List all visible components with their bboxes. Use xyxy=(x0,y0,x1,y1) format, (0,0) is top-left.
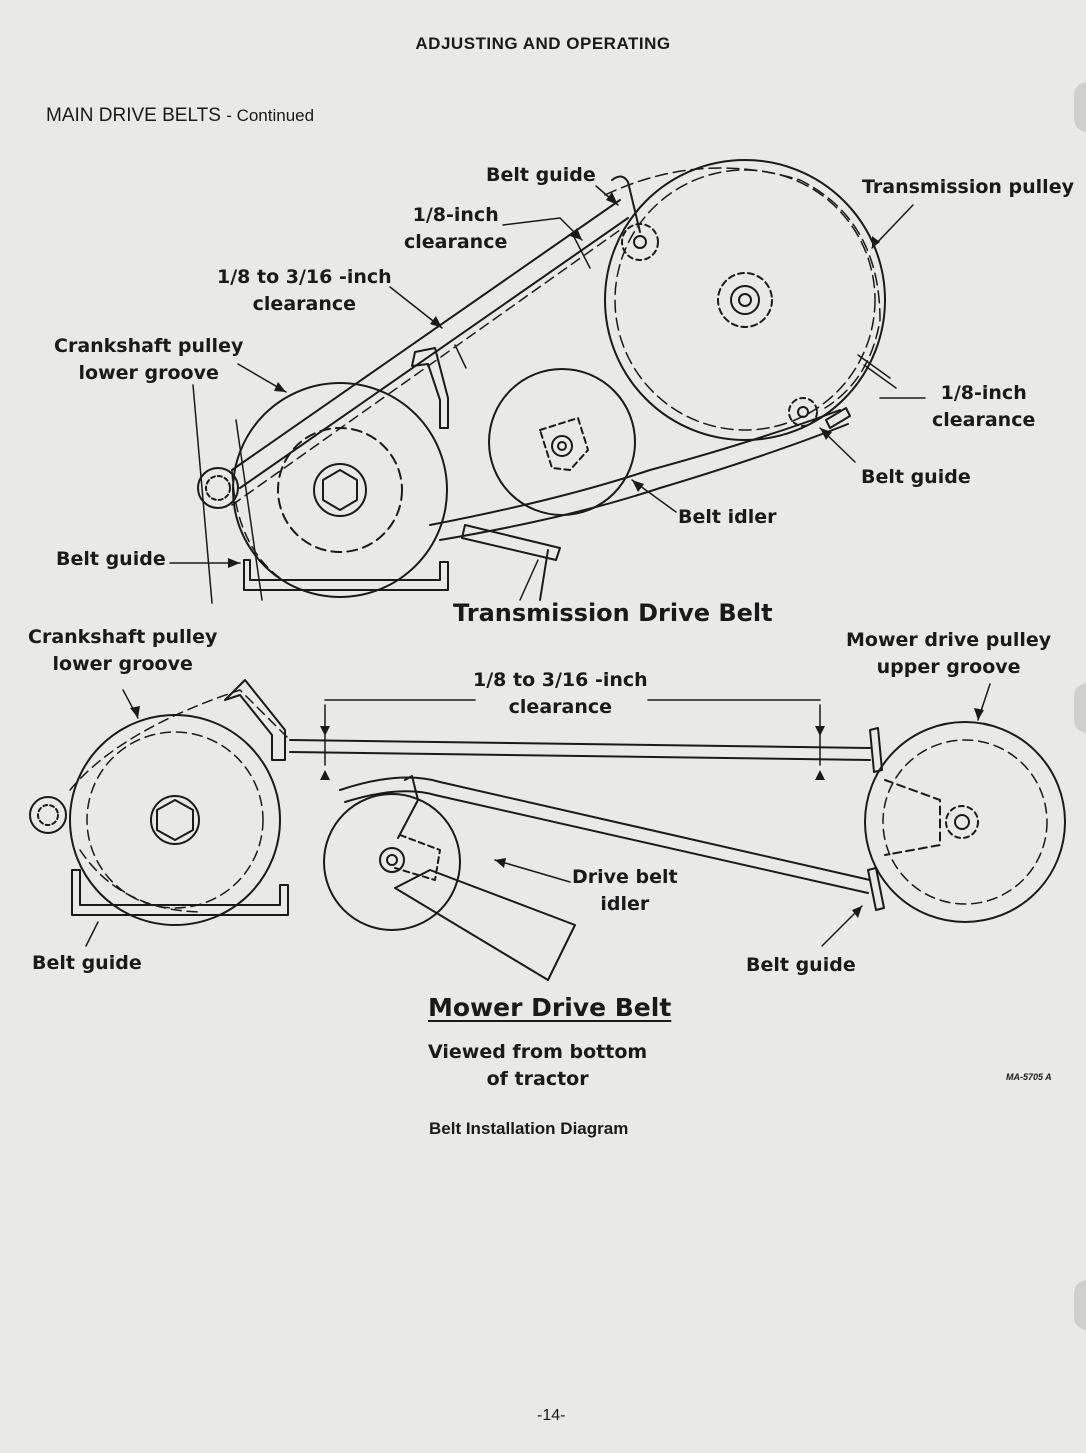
page-number: -14- xyxy=(537,1407,566,1424)
label-belt-guide-left-top: Belt guide xyxy=(56,548,166,570)
page-header: ADJUSTING AND OPERATING xyxy=(415,34,671,53)
label-eighth-inch-clearance-right: 1/8-inch clearance xyxy=(932,382,1036,431)
transmission-pulley xyxy=(604,159,886,441)
mower-drive-belt-title: Mower Drive Belt xyxy=(428,993,672,1022)
section-continued: - Continued xyxy=(226,106,315,125)
top-leader-lines xyxy=(169,185,926,604)
mower-drive-belt-drawing xyxy=(29,679,1066,981)
label-crankshaft-pulley-bottom: Crankshaft pulley lower groove xyxy=(28,626,218,675)
label-transmission-pulley: Transmission pulley xyxy=(862,176,1074,198)
figure-caption: Belt Installation Diagram xyxy=(429,1119,629,1138)
label-crankshaft-pulley-top: Crankshaft pulley lower groove xyxy=(54,335,244,384)
section-heading: MAIN DRIVE BELTS - Continued xyxy=(46,105,314,127)
arrowheads xyxy=(130,192,984,918)
binder-hole-middle xyxy=(1074,683,1086,733)
label-belt-guide-top: Belt guide xyxy=(486,164,596,186)
label-drive-belt-idler: Drive belt idler xyxy=(572,866,678,915)
label-belt-idler: Belt idler xyxy=(678,506,777,528)
section-title: MAIN DRIVE BELTS xyxy=(46,105,221,126)
label-eighth-inch-clearance-top: 1/8-inch clearance xyxy=(404,204,508,253)
transmission-drive-belt-title: Transmission Drive Belt xyxy=(453,599,773,627)
figure-code: MA-5705 A xyxy=(1006,1072,1052,1082)
binder-hole-top xyxy=(1074,82,1086,132)
label-mower-drive-pulley: Mower drive pulley upper groove xyxy=(846,629,1052,678)
drive-belt-idler xyxy=(323,793,461,931)
label-belt-guide-right-top: Belt guide xyxy=(861,466,971,488)
label-eighth-to-3-16-clearance-top: 1/8 to 3/16 -inch clearance xyxy=(217,266,392,315)
bottom-leader-lines xyxy=(85,683,991,947)
binder-hole-bottom xyxy=(1074,1280,1086,1330)
label-belt-guide-left-bottom: Belt guide xyxy=(32,952,142,974)
mower-drive-pulley xyxy=(864,721,1066,923)
transmission-drive-belt-drawing xyxy=(197,159,897,601)
label-belt-guide-right-bottom: Belt guide xyxy=(746,954,856,976)
mower-diagram-subtitle: Viewed from bottom of tractor xyxy=(428,1041,648,1090)
label-clearance-bottom: 1/8 to 3/16 -inch clearance xyxy=(473,669,648,718)
crankshaft-pulley-bottom xyxy=(69,714,281,926)
